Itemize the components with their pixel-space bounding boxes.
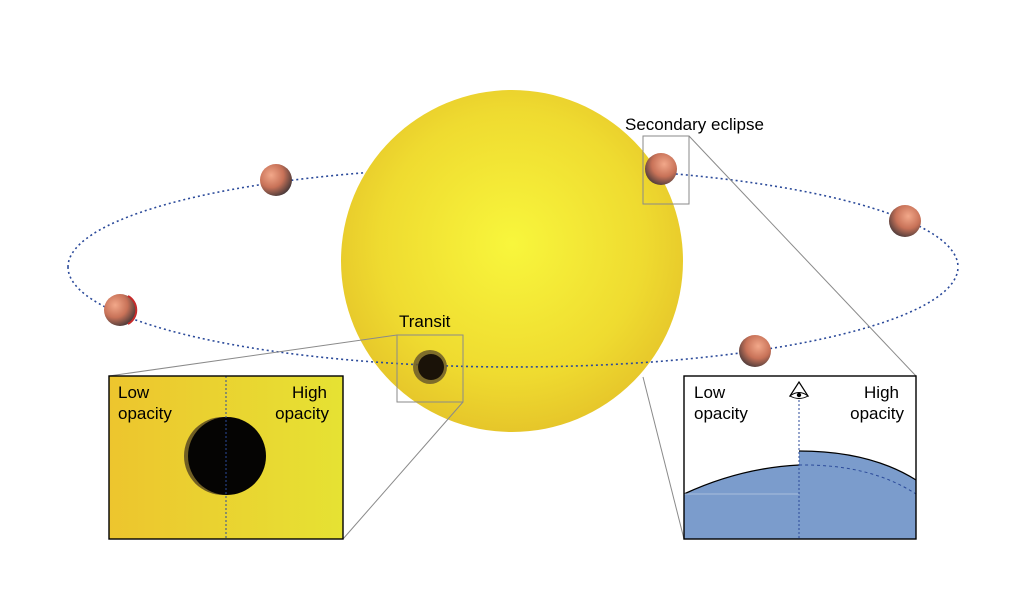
planet-right — [889, 205, 921, 237]
planet-transit — [413, 350, 447, 384]
eclipse-high-label-2: opacity — [850, 404, 904, 423]
transit-high-label-2: opacity — [275, 404, 329, 423]
eclipse-low-label-1: Low — [694, 383, 726, 402]
transit-low-label-2: opacity — [118, 404, 172, 423]
transit-low-label-1: Low — [118, 383, 150, 402]
transit-inset: Low opacity High opacity — [108, 375, 344, 540]
star — [341, 90, 683, 432]
eclipse-high-label-1: High — [864, 383, 899, 402]
eclipse-connector-top — [688, 135, 917, 377]
secondary-eclipse-label: Secondary eclipse — [625, 115, 764, 134]
eye-icon — [788, 380, 810, 399]
transit-label: Transit — [399, 312, 451, 331]
eclipse-connector-bottom — [642, 376, 685, 540]
planet-top-left — [260, 164, 292, 196]
eclipse-inset: Low opacity High opacity — [683, 375, 917, 540]
eclipse-low-label-2: opacity — [694, 404, 748, 423]
transit-high-label-1: High — [292, 383, 327, 402]
transit-connector-top — [108, 334, 398, 377]
transit-zoom-box — [396, 334, 464, 403]
transit-connector-bottom — [342, 401, 464, 540]
planet-secondary-eclipse — [645, 153, 677, 185]
eclipse-zoom-box — [642, 135, 690, 205]
planet-left — [104, 294, 138, 326]
planet-bottom-right — [739, 335, 771, 367]
